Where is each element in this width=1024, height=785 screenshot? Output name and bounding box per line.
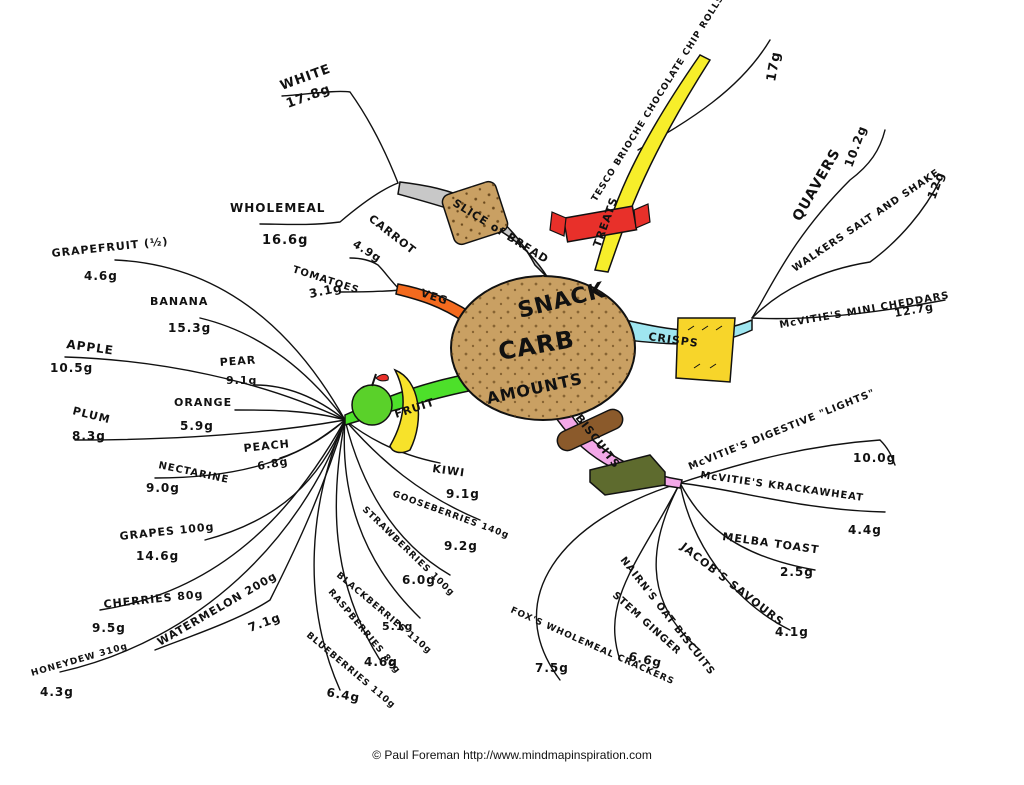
- item-value: 4.3g: [40, 685, 74, 699]
- item-value: 2.5g: [780, 565, 814, 579]
- item-name: WATERMELON 200g: [155, 569, 279, 648]
- biscuits-lines: [535, 439, 896, 681]
- item-value: 6.0g: [402, 573, 436, 587]
- item-name: FOX'S WHOLEMEAL CRACKERS: [509, 606, 676, 688]
- item-name: APPLE: [66, 337, 115, 358]
- veg-lines: [339, 257, 401, 293]
- item-name: HONEYDEW 310g: [30, 642, 129, 679]
- item-name: QUAVERS: [790, 146, 844, 224]
- item-value: 4.6g: [364, 655, 398, 669]
- item-value: 6.4g: [325, 685, 361, 705]
- cookie-icon: [450, 275, 636, 421]
- item-name: ORANGE: [174, 396, 232, 409]
- fruit-lines: [59, 259, 481, 691]
- item-name: CHERRIES 80g: [103, 588, 204, 611]
- item-value: 14.6g: [136, 549, 179, 563]
- item-name: WHOLEMEAL: [230, 201, 325, 215]
- item-value: 15.3g: [168, 321, 211, 335]
- sweet-treat-icon: [549, 203, 651, 243]
- item-value: 4.4g: [848, 523, 882, 537]
- item-value: 5.9g: [180, 419, 214, 433]
- item-value: 17g: [764, 50, 784, 83]
- item-value: 4.1g: [775, 625, 809, 639]
- treats-items: TESCO BRIOCHE CHOCOLATE CHIP ROLLS 17g: [590, 0, 784, 204]
- biscuits-icon: [556, 408, 666, 496]
- item-value: 10.0g: [853, 451, 896, 465]
- bread-lines: [259, 90, 399, 226]
- item-value: 9.1g: [446, 487, 480, 501]
- item-name: GRAPEFRUIT (½): [51, 235, 169, 260]
- item-name: PEAR: [219, 353, 256, 369]
- item-value: 9.5g: [92, 621, 126, 635]
- item-value: 9.0g: [146, 481, 180, 495]
- item-value: 10.5g: [50, 361, 93, 375]
- item-value: 9.1g: [226, 374, 257, 387]
- item-value: 9.2g: [444, 539, 478, 553]
- bread-items: WHITE 17.8g WHOLEMEAL 16.6g: [230, 62, 333, 248]
- item-name: JACOB'S SAVOURS: [677, 540, 786, 629]
- item-value: 7.1g: [246, 610, 283, 635]
- item-name: KIWI: [432, 462, 466, 479]
- item-value: 3.1g: [308, 280, 344, 301]
- copyright-credit: © Paul Foreman http://www.mindmapinspira…: [372, 748, 652, 762]
- bread-slice-icon: [441, 180, 509, 246]
- item-value: 5.1g: [382, 620, 413, 633]
- item-value: 6.8g: [256, 455, 289, 473]
- item-value: 10.2g: [842, 124, 870, 169]
- item-name: PLUM: [71, 404, 112, 426]
- crisps-lines: [751, 129, 946, 320]
- item-name: PEACH: [243, 437, 290, 455]
- banana-icon: [389, 368, 420, 454]
- item-name: MELBA TOAST: [722, 530, 821, 556]
- item-value: 16.6g: [262, 233, 308, 248]
- item-value: 7.5g: [535, 661, 569, 675]
- item-name: McVITIE'S KRACKAWHEAT: [700, 470, 865, 504]
- apple-icon: [351, 373, 393, 426]
- item-name: GRAPES 100g: [119, 520, 215, 543]
- item-name: TESCO BRIOCHE CHOCOLATE CHIP ROLLS: [590, 0, 727, 204]
- item-value: 6.6g: [627, 649, 663, 670]
- item-name: BANANA: [150, 295, 208, 308]
- item-value: 4.6g: [84, 269, 118, 283]
- item-value: 8.3g: [72, 429, 106, 443]
- crisp-packet-icon: [675, 317, 736, 383]
- item-value: 4.9g: [350, 238, 383, 266]
- item-name: McVITIE'S DIGESTIVE "LIGHTS": [687, 387, 877, 472]
- crisps-items: QUAVERS 10.2g WALKERS SALT AND SHAKE 12g…: [779, 124, 951, 331]
